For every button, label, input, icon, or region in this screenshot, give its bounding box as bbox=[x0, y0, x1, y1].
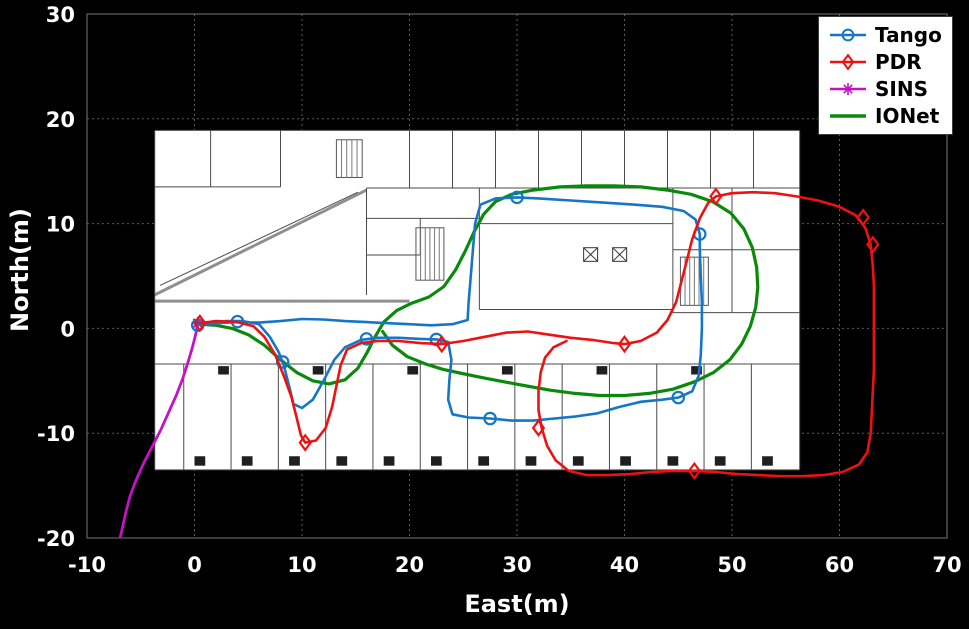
series-ionet bbox=[196, 184, 760, 398]
x-tick-label: 10 bbox=[287, 553, 316, 577]
legend-item-pdr: PDR bbox=[829, 51, 942, 73]
floorplan bbox=[154, 129, 801, 471]
legend-label-tango: Tango bbox=[875, 23, 942, 47]
y-tick-label: -10 bbox=[37, 422, 75, 446]
legend-item-ionet: IONet bbox=[829, 105, 942, 127]
ionet-line-sample bbox=[829, 105, 867, 127]
y-axis-label: North(m) bbox=[6, 208, 34, 332]
legend-item-sins: SINS bbox=[829, 78, 942, 100]
x-axis-label: East(m) bbox=[464, 590, 570, 618]
y-tick-label: 30 bbox=[46, 3, 75, 27]
tango-line-sample bbox=[829, 24, 867, 46]
series-pdr bbox=[193, 187, 880, 481]
axes-frame bbox=[86, 13, 948, 539]
pdr-line-sample bbox=[829, 51, 867, 73]
legend-label-sins: SINS bbox=[875, 77, 928, 101]
x-tick-label: 60 bbox=[825, 553, 854, 577]
x-tick-label: 40 bbox=[610, 553, 639, 577]
x-tick-label: 0 bbox=[187, 553, 202, 577]
sins-line-sample bbox=[829, 78, 867, 100]
y-tick-label: 10 bbox=[46, 213, 75, 237]
y-tick-label: 0 bbox=[60, 317, 75, 341]
legend-label-pdr: PDR bbox=[875, 50, 922, 74]
x-tick-label: 30 bbox=[502, 553, 531, 577]
x-tick-label: 70 bbox=[932, 553, 961, 577]
legend-item-tango: Tango bbox=[829, 24, 942, 46]
x-tick-label: 50 bbox=[717, 553, 746, 577]
y-tick-label: -20 bbox=[37, 527, 75, 551]
legend: Tango PDR SINS IONet bbox=[818, 16, 953, 135]
legend-label-ionet: IONet bbox=[875, 104, 940, 128]
x-tick-label: 20 bbox=[395, 553, 424, 577]
y-tick-label: 20 bbox=[46, 108, 75, 132]
x-tick-label: -10 bbox=[68, 553, 106, 577]
